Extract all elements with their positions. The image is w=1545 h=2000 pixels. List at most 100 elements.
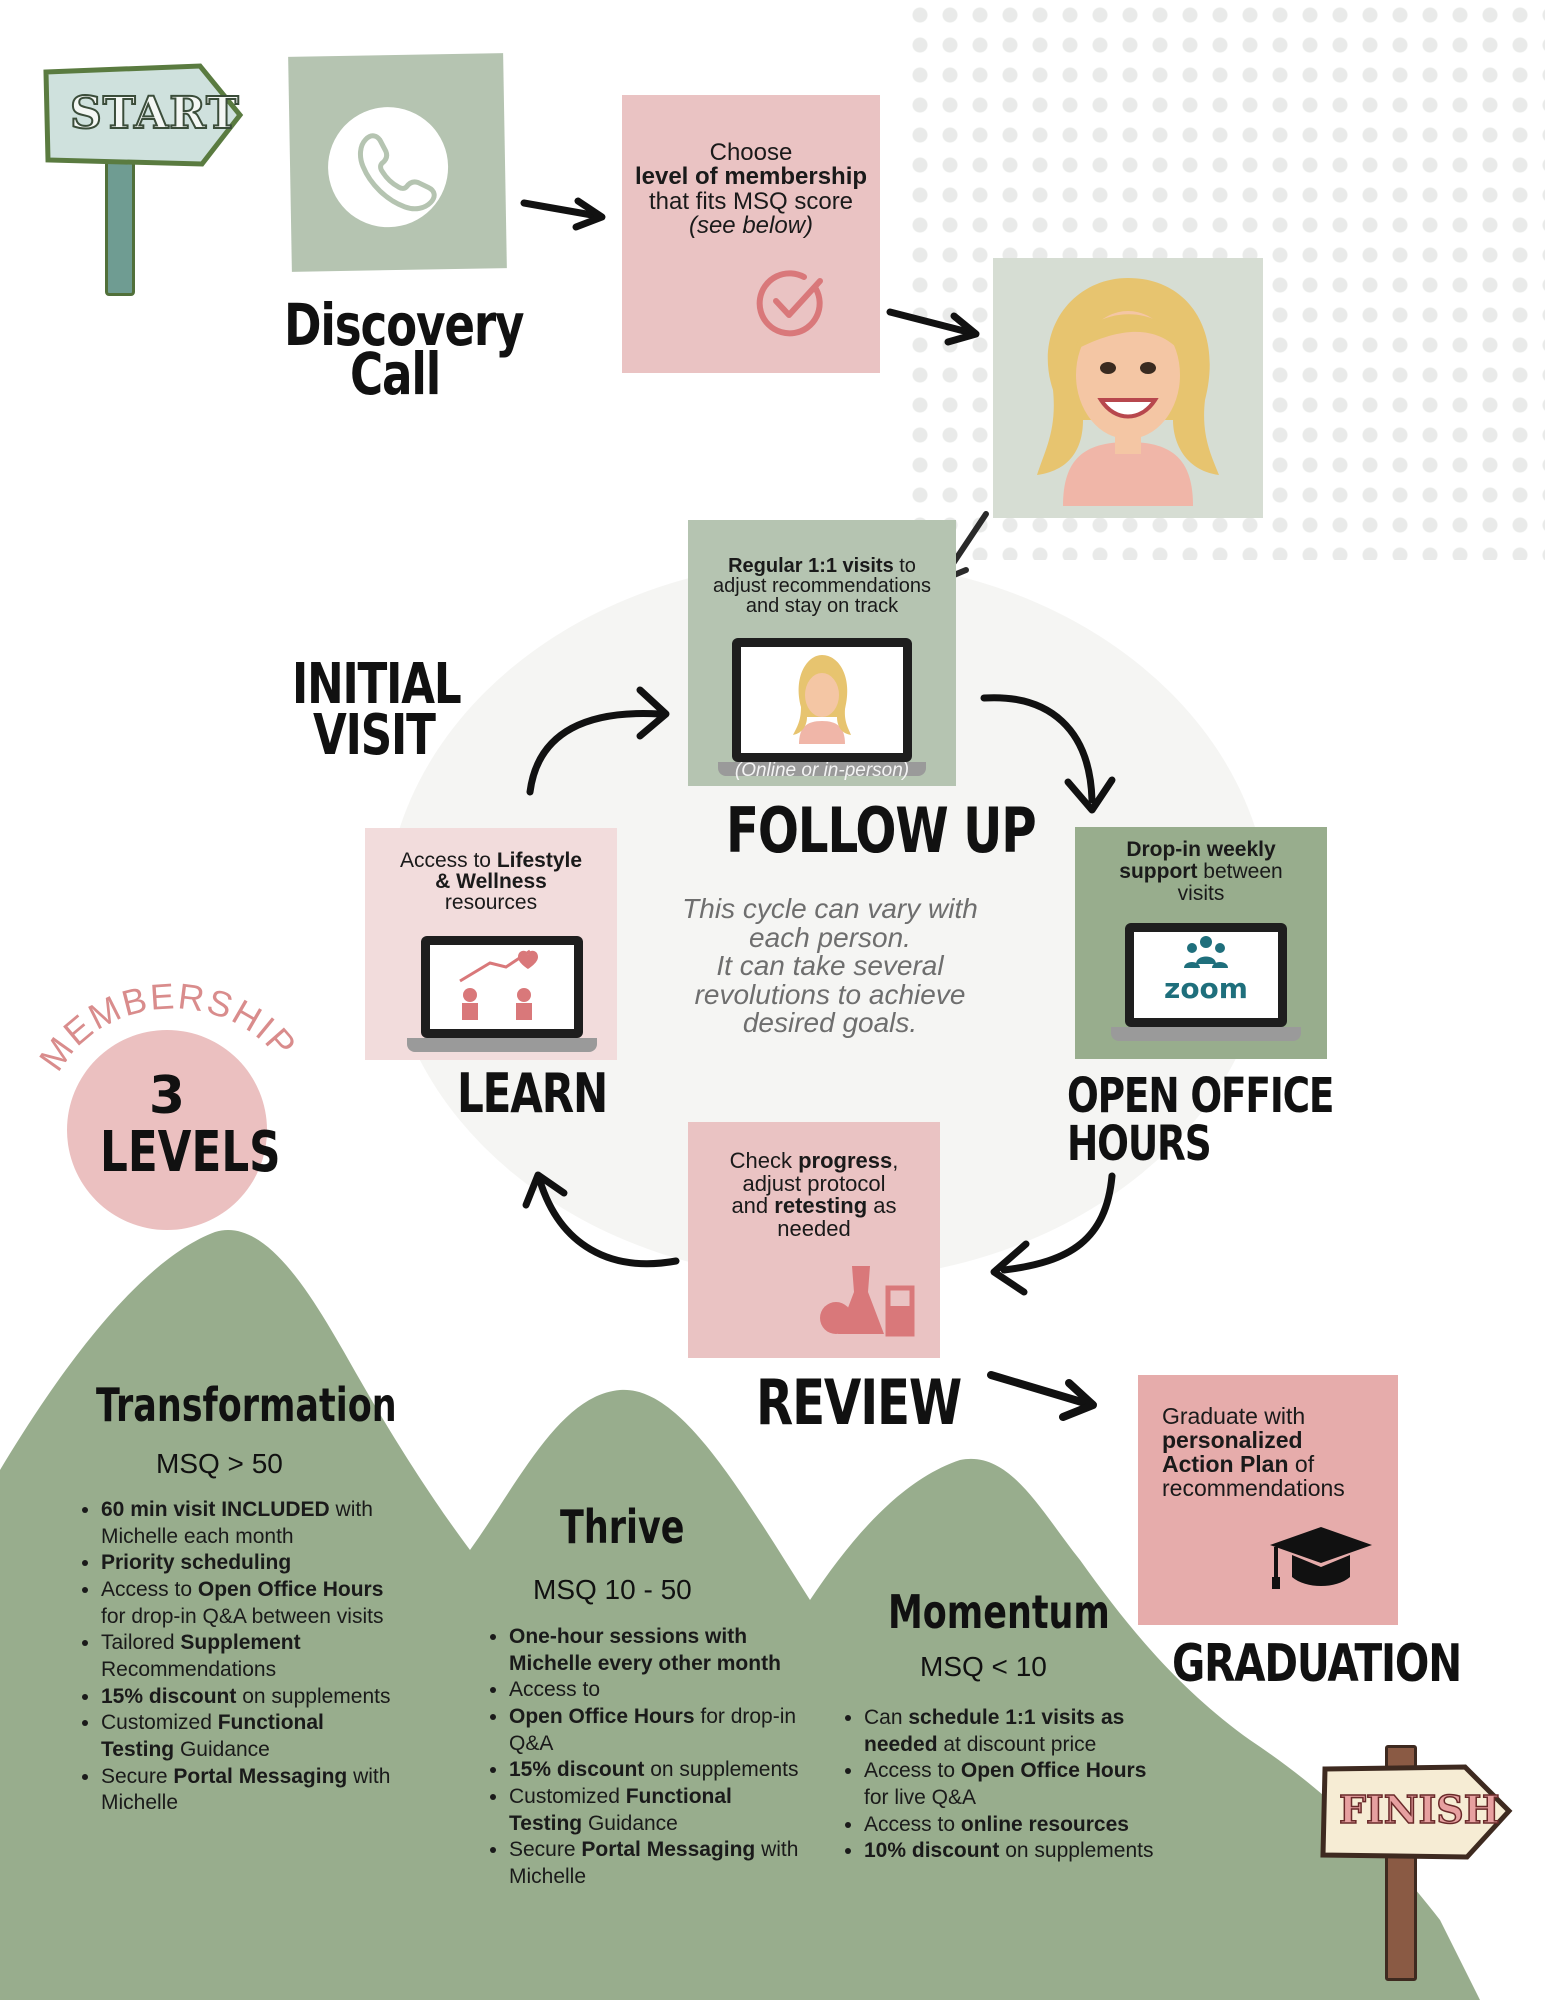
levels-number: 3 bbox=[148, 1066, 186, 1126]
cycle-note-line3: It can take several bbox=[716, 950, 944, 982]
momentum-features: Can schedule 1:1 visits as needed at dis… bbox=[838, 1705, 1154, 1865]
list-item: Can schedule 1:1 visits as needed at dis… bbox=[864, 1705, 1154, 1758]
checkmark-circle-icon bbox=[756, 270, 823, 337]
choose-line4: (see below) bbox=[688, 212, 814, 240]
review-post1: , bbox=[892, 1148, 899, 1173]
list-item: Open Office Hours for drop-in Q&A bbox=[509, 1704, 809, 1757]
thrive-features: One-hour sessions with Michelle every ot… bbox=[483, 1624, 809, 1891]
office-hours-card: Drop-in weekly support between visits zo… bbox=[1075, 827, 1327, 1059]
avatar bbox=[1037, 278, 1219, 506]
follow-up-card: Regular 1:1 visits to adjust recommendat… bbox=[688, 520, 956, 786]
michelle-avatar-card bbox=[993, 258, 1263, 518]
graduation-cap-icon bbox=[1270, 1527, 1372, 1589]
laptop-icon bbox=[718, 638, 926, 776]
phone-icon bbox=[327, 106, 450, 229]
office-hours-bold1: Drop-in weekly bbox=[1126, 838, 1276, 861]
curved-arrow-icon bbox=[990, 1172, 1116, 1296]
levels-badge bbox=[67, 1030, 267, 1230]
review-bold3: retesting bbox=[774, 1193, 868, 1219]
cycle-note: This cycle can vary with each person. It… bbox=[650, 893, 1010, 1039]
review-pre1: Check bbox=[729, 1148, 799, 1173]
cycle-note-line4: revolutions to achieve bbox=[694, 978, 966, 1010]
office-hours-title: OPEN OFFICE HOURS bbox=[1067, 1068, 1334, 1172]
laptop-icon: zoom bbox=[1111, 923, 1301, 1041]
levels-word: LEVELS bbox=[100, 1120, 281, 1185]
list-item: Priority scheduling bbox=[101, 1550, 401, 1577]
arrow-right-icon bbox=[886, 308, 980, 346]
start-label: START bbox=[69, 87, 240, 140]
review-title: REVIEW bbox=[756, 1366, 962, 1439]
momentum-msq: MSQ < 10 bbox=[920, 1651, 1047, 1682]
graduation-bold3: Action Plan bbox=[1162, 1450, 1289, 1477]
list-item: 60 min visit INCLUDED with Michelle each… bbox=[101, 1497, 401, 1550]
thrive-title: Thrive bbox=[560, 1500, 685, 1554]
transformation-features: 60 min visit INCLUDED with Michelle each… bbox=[75, 1497, 401, 1817]
arrow-right-icon bbox=[520, 197, 606, 231]
list-item: 15% discount on supplements bbox=[101, 1684, 401, 1711]
learn-card: Access to Lifestyle & Wellness resources bbox=[365, 828, 617, 1060]
learn-bold1: Lifestyle bbox=[496, 849, 583, 872]
mountains bbox=[0, 1230, 1480, 2000]
growth-presentation-icon bbox=[459, 949, 538, 1020]
learn-bold2: & Wellness bbox=[435, 870, 547, 893]
follow-up-bold: Regular 1:1 visits bbox=[728, 555, 894, 577]
cycle-note-line2: each person. bbox=[749, 921, 911, 953]
zoom-logo: zoom bbox=[1164, 972, 1248, 1005]
choose-line2: level of membership bbox=[634, 163, 868, 191]
discovery-title-line2: Call bbox=[350, 340, 441, 408]
graduation-rest3: of bbox=[1288, 1450, 1315, 1477]
initial-visit-line2: VISIT bbox=[313, 703, 436, 768]
avatar bbox=[793, 655, 851, 744]
list-item: 15% discount on supplements bbox=[509, 1757, 809, 1784]
start-sign: START bbox=[40, 50, 250, 300]
choose-membership-card: Choose level of membership that fits MSQ… bbox=[622, 95, 880, 373]
list-item: Customized Functional Testing Guidance bbox=[509, 1784, 809, 1837]
office-hours-bold2: support bbox=[1119, 860, 1198, 884]
initial-visit-line1: INITIAL bbox=[292, 652, 462, 717]
finish-label: FINISH bbox=[1338, 1786, 1500, 1833]
transformation-title: Transformation bbox=[96, 1378, 397, 1432]
discovery-card bbox=[288, 53, 507, 272]
list-item: Access to online resources bbox=[864, 1812, 1154, 1839]
list-item: 10% discount on supplements bbox=[864, 1838, 1154, 1865]
arrow-right-icon bbox=[987, 1371, 1097, 1421]
follow-up-line3: and stay on track bbox=[745, 595, 899, 617]
list-item: Access to Open Office Hours for live Q&A bbox=[864, 1758, 1154, 1811]
learn-title: LEARN bbox=[457, 1062, 608, 1125]
learn-line3: resources bbox=[444, 891, 538, 914]
review-line2: adjust protocol bbox=[742, 1170, 886, 1196]
list-item: Secure Portal Messaging with Michelle bbox=[509, 1837, 809, 1890]
list-item: Customized Functional Testing Guidance bbox=[101, 1710, 401, 1763]
laptop-icon bbox=[407, 936, 597, 1052]
graduation-title: GRADUATION bbox=[1172, 1634, 1462, 1694]
lab-flask-icon bbox=[820, 1266, 915, 1337]
cycle-note-line5: desired goals. bbox=[742, 1007, 918, 1039]
graduation-line1: Graduate with bbox=[1162, 1403, 1306, 1429]
curved-arrow-icon bbox=[522, 1171, 680, 1268]
momentum-title: Momentum bbox=[888, 1585, 1110, 1639]
discovery-title-line1: Discovery bbox=[284, 291, 525, 359]
curved-arrow-icon bbox=[980, 694, 1116, 814]
list-item: Access to Open Office Hours for drop-in … bbox=[101, 1577, 401, 1630]
follow-up-title: FOLLOW UP bbox=[726, 794, 1037, 867]
office-hours-rest2: between bbox=[1197, 860, 1283, 884]
follow-up-caption: (Online or in-person) bbox=[734, 760, 910, 781]
finish-sign: FINISH bbox=[1315, 1735, 1515, 1981]
office-hours-line3: visits bbox=[1177, 882, 1225, 906]
thrive-msq: MSQ 10 - 50 bbox=[533, 1574, 692, 1605]
choose-line1: Choose bbox=[709, 139, 793, 166]
review-card: Check progress, adjust protocol and rete… bbox=[688, 1122, 940, 1358]
list-item: Secure Portal Messaging with Michelle bbox=[101, 1764, 401, 1817]
review-line4: needed bbox=[777, 1215, 851, 1241]
graduation-card: Graduate with personalized Action Plan o… bbox=[1138, 1375, 1398, 1625]
list-item: Tailored Supplement Recommendations bbox=[101, 1630, 401, 1683]
graduation-line4: recommendations bbox=[1162, 1474, 1345, 1501]
follow-up-line2: adjust recommendations bbox=[713, 575, 931, 597]
review-pre3: and bbox=[731, 1193, 775, 1219]
review-bold1: progress bbox=[798, 1148, 893, 1173]
graduation-bold2: personalized bbox=[1162, 1426, 1303, 1453]
curved-arrow-icon bbox=[526, 686, 670, 796]
cycle-note-line1: This cycle can vary with bbox=[682, 893, 978, 924]
list-item: One-hour sessions with Michelle every ot… bbox=[509, 1624, 809, 1677]
choose-line3: that fits MSQ score bbox=[648, 187, 854, 215]
